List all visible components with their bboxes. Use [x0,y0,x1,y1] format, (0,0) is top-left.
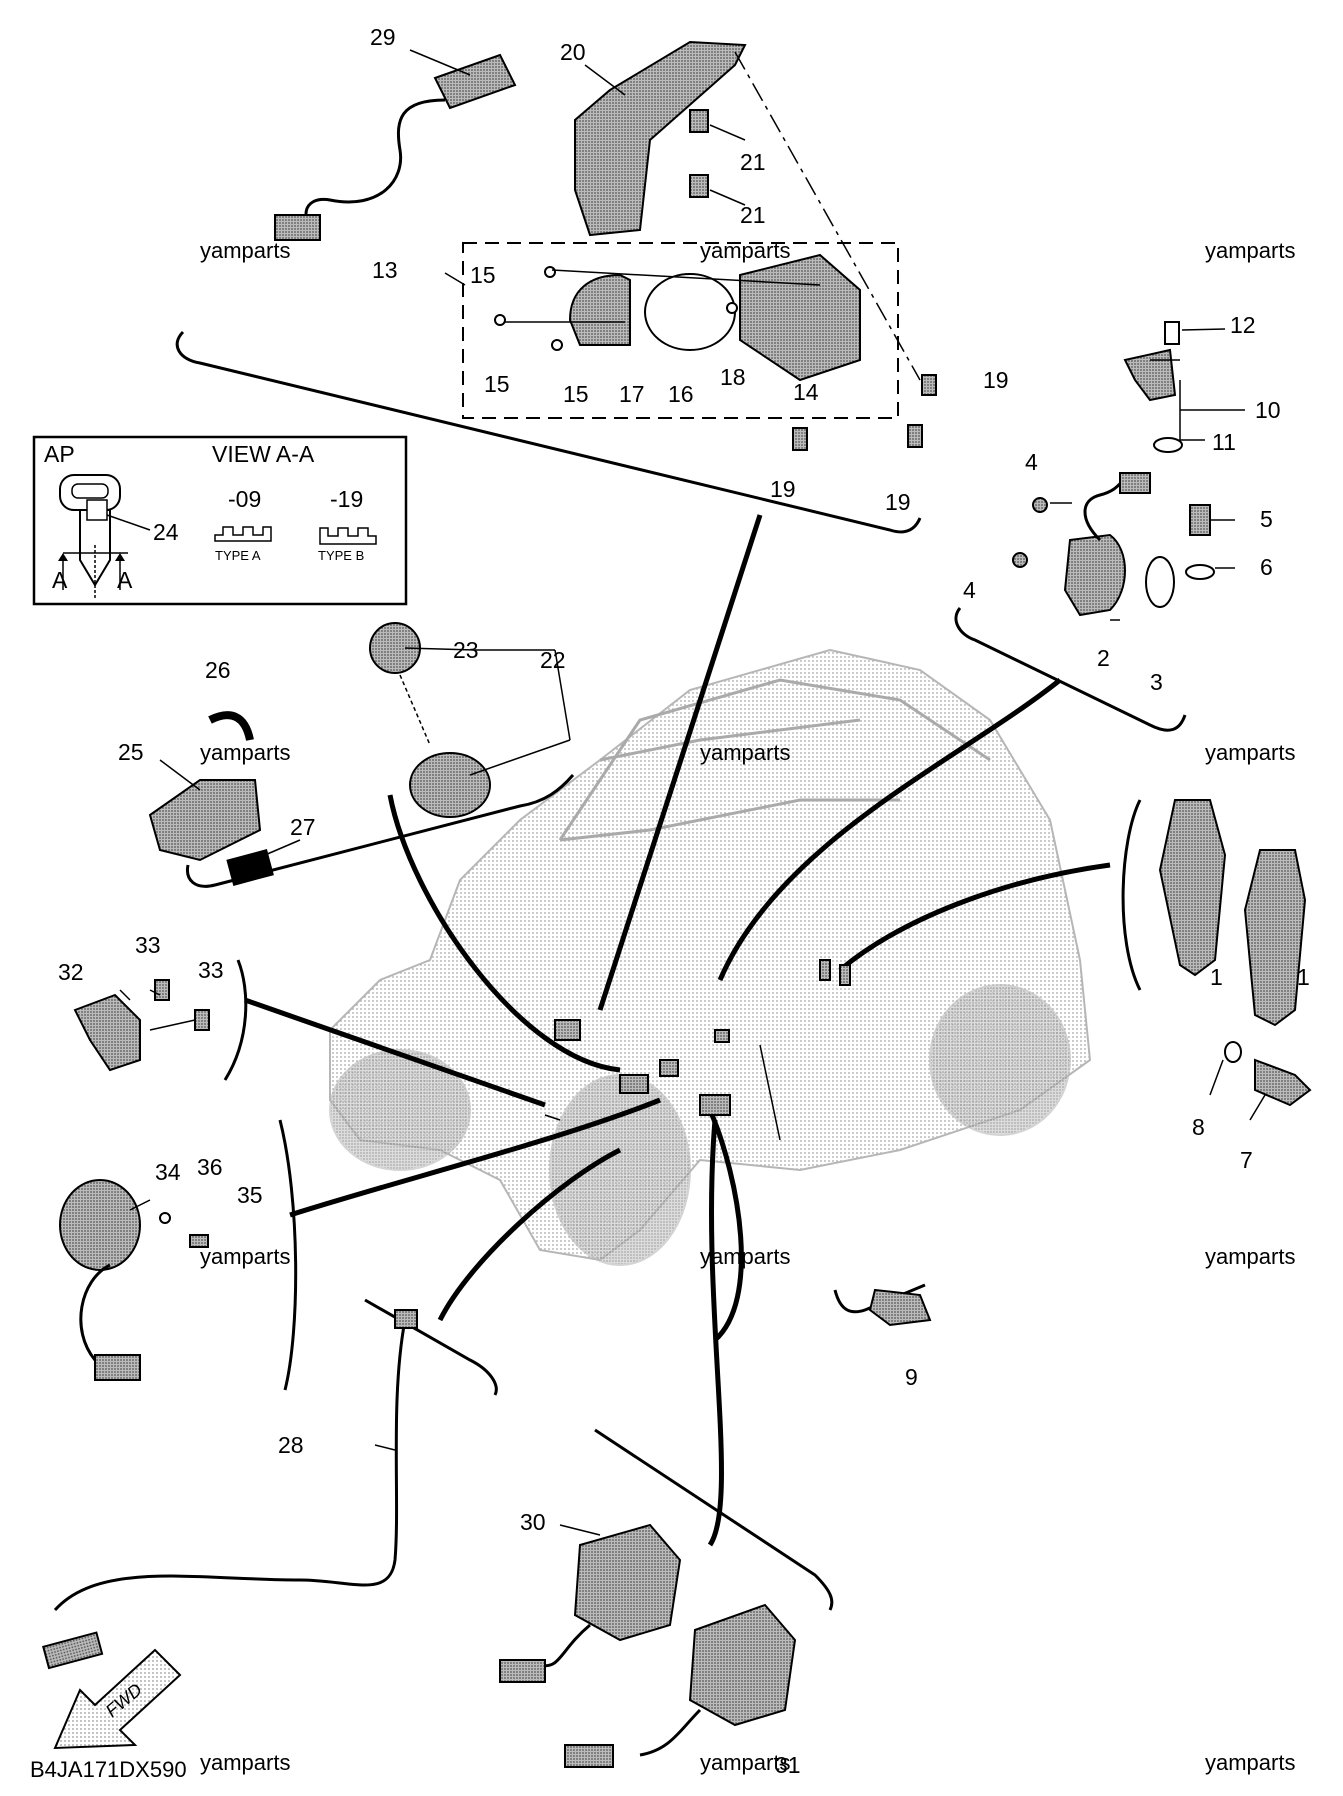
callout-15c: 15 [563,381,589,407]
callout-25: 25 [118,739,144,765]
watermark-7: yamparts [200,1244,290,1269]
callout-numbers: 1 1 2 3 4 4 5 6 7 8 9 10 11 12 13 14 15 … [58,24,1310,1778]
callout-13: 13 [372,257,398,283]
inset-section-right: A [117,567,133,593]
watermark-2: yamparts [700,238,790,263]
callout-7: 7 [1240,1147,1253,1173]
key-inset: AP VIEW A-A -09 -19 TYPE A TYPE B A A 24 [32,435,408,606]
callout-22: 22 [540,647,566,673]
callout-2: 2 [1097,645,1110,671]
watermark-12: yamparts [1205,1750,1295,1775]
vehicle-silhouette [329,648,1092,1266]
callout-18: 18 [720,364,746,390]
callout-24: 24 [153,519,179,545]
watermark-1: yamparts [200,238,290,263]
part-21-bolts [689,109,746,206]
part-2-sensor [1012,472,1175,617]
callout-27: 27 [290,814,316,840]
center-components [554,959,851,1116]
callout-12: 12 [1230,312,1256,338]
callout-31: 31 [775,1752,801,1778]
callout-5: 5 [1260,506,1273,532]
callout-26: 26 [205,657,231,683]
callout-8: 8 [1192,1114,1205,1140]
inset-title-ap: AP [44,441,75,467]
callout-3: 3 [1150,669,1163,695]
diagram-code: B4JA171DX590 [30,1757,187,1782]
callout-21a: 21 [740,149,766,175]
callout-11: 11 [1212,429,1236,455]
callout-6: 6 [1260,554,1273,580]
part-13-assembly [494,253,861,382]
callout-32: 32 [58,959,84,985]
callout-1a: 1 [1210,964,1223,990]
callout-29: 29 [370,24,396,50]
callout-1b: 1 [1297,964,1310,990]
group-13-box [462,242,899,419]
callout-19a: 19 [983,367,1009,393]
callout-33b: 33 [198,957,224,983]
callout-19c: 19 [885,489,911,515]
callout-34: 34 [155,1159,181,1185]
part-5-6-sender [1185,504,1215,580]
callout-30: 30 [520,1509,546,1535]
part-1-coils [1158,799,1307,1027]
part-7-8-sensor [1224,1041,1312,1107]
inset-type-a: TYPE A [215,548,261,563]
part-28-cable [42,1309,418,1670]
callout-21b: 21 [740,202,766,228]
watermark-10: yamparts [200,1750,290,1775]
callout-14: 14 [793,379,819,405]
inset-title-view: VIEW A-A [212,441,315,467]
watermark-3: yamparts [1205,238,1295,263]
part-34-35-36 [59,1179,209,1381]
group-leaders [244,514,1111,1547]
part-25-26-27 [148,711,274,886]
inset-section-left: A [52,567,68,593]
group-brackets [175,330,1187,1611]
callout-16: 16 [668,381,694,407]
callout-9: 9 [905,1364,918,1390]
callout-19b: 19 [770,476,796,502]
part-30-31-switches [499,1523,797,1768]
part-32-33 [73,979,210,1072]
callout-36: 36 [197,1154,223,1180]
watermark-11: yamparts [700,1750,790,1775]
inset-code-a: -09 [228,486,261,512]
callout-15a: 15 [470,262,496,288]
callout-4b: 4 [963,577,976,603]
watermark-9: yamparts [1205,1244,1295,1269]
part-29-connector [274,53,517,241]
callout-17: 17 [619,381,645,407]
fwd-arrow: FWD [53,1648,182,1750]
callout-4a: 4 [1025,449,1038,475]
part-9-switch [868,1288,932,1327]
watermarks: yamparts yamparts yamparts yamparts yamp… [200,238,1295,1775]
callout-10: 10 [1255,397,1281,423]
callout-28: 28 [278,1432,304,1458]
inset-code-b: -19 [330,486,363,512]
watermark-4: yamparts [200,740,290,765]
thin-leaders [544,1044,781,1141]
vehicle-cage [558,678,991,842]
part-19-bolts [792,374,937,451]
watermark-5: yamparts [700,740,790,765]
part-10-sensor [1123,321,1183,453]
callout-35: 35 [237,1182,263,1208]
callout-15b: 15 [484,371,510,397]
callout-20: 20 [560,39,586,65]
callout-leaders [119,49,1266,1536]
watermark-8: yamparts [700,1244,790,1269]
watermark-6: yamparts [1205,740,1295,765]
callout-23: 23 [453,637,479,663]
callout-33a: 33 [135,932,161,958]
inset-type-b: TYPE B [318,548,364,563]
